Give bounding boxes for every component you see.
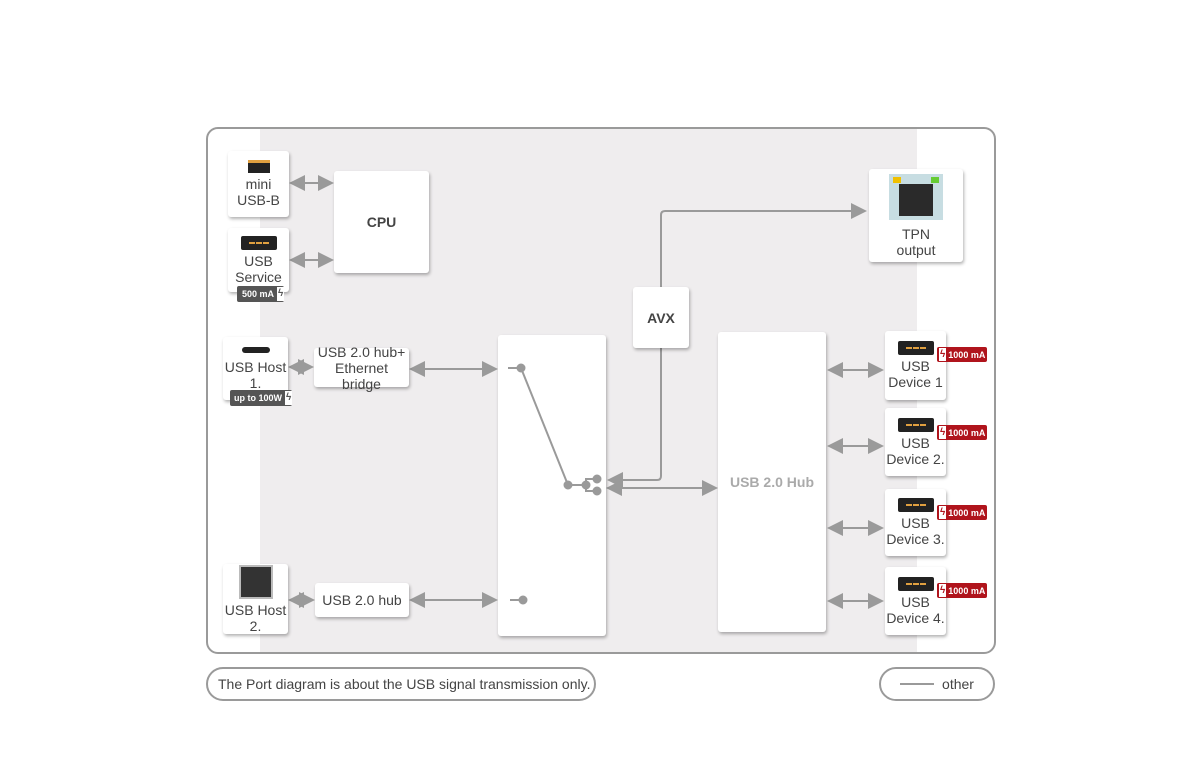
bolt-icon: ϟ [939,348,947,361]
block-avx: AVX [633,287,689,348]
note-text: The Port diagram is about the USB signal… [218,676,591,692]
label: output [896,241,936,258]
label: Device 1 [888,374,943,390]
bolt-icon: ϟ [939,426,947,439]
badge-text: 500 mA [242,289,275,299]
label: TPN [902,225,930,242]
label: Service [235,268,282,285]
label: Device 4. [886,609,945,626]
label: mini [245,176,272,192]
label: USB-B [237,192,280,208]
mini-usb-icon [247,160,270,173]
label: Ethernet bridge [335,359,388,392]
block-usb-hub-2: USB 2.0 hub [315,583,409,617]
label: USB [901,593,930,610]
line-avx-switch [607,348,662,488]
usb-a-icon [897,576,934,591]
label: 1. [249,374,262,391]
bolt-icon: ϟ [277,287,285,301]
bolt-icon: ϟ [939,506,947,519]
label: USB 2.0 hub+ [317,343,406,360]
badge-text: 1000 mA [948,427,986,438]
line-avx-tpn [660,203,867,287]
label: USB 2.0 Hub [729,474,814,490]
block-usb-2-hub: USB 2.0 Hub [718,332,826,632]
label: USB [901,434,930,451]
badge-text: 1000 mA [948,349,986,360]
badge-text: up to 100W [234,393,283,403]
label: Device 2. [886,450,945,467]
label: USB Host [224,601,287,618]
usb-a-icon [897,498,934,512]
usb-a-icon [897,417,934,432]
label: USB 2.0 hub [322,592,402,608]
usb-a-icon [897,341,934,355]
label: AVX [647,309,675,326]
label: USB [244,252,273,269]
usb-b-icon [238,564,273,599]
bolt-icon: ϟ [285,391,293,405]
legend-label: other [942,676,974,692]
label: USB Host [224,358,287,375]
label: USB [901,358,930,374]
label: Device 3. [886,531,945,547]
footer-note: The Port diagram is about the USB signal… [206,667,596,701]
badge-text: 1000 mA [948,507,986,518]
bolt-icon: ϟ [939,584,947,597]
block-hub-ethernet: USB 2.0 hub+Ethernet bridge [314,344,409,392]
label: 2. [249,617,262,634]
legend: other [879,667,995,701]
label: USB [901,515,930,531]
legend-line [900,683,935,685]
usb-c-icon [241,346,270,353]
label: CPU [366,214,397,230]
usb-a-icon [240,235,277,250]
badge-text: 1000 mA [948,585,986,596]
block-cpu: CPU [334,171,429,273]
rj45-icon [889,173,943,220]
